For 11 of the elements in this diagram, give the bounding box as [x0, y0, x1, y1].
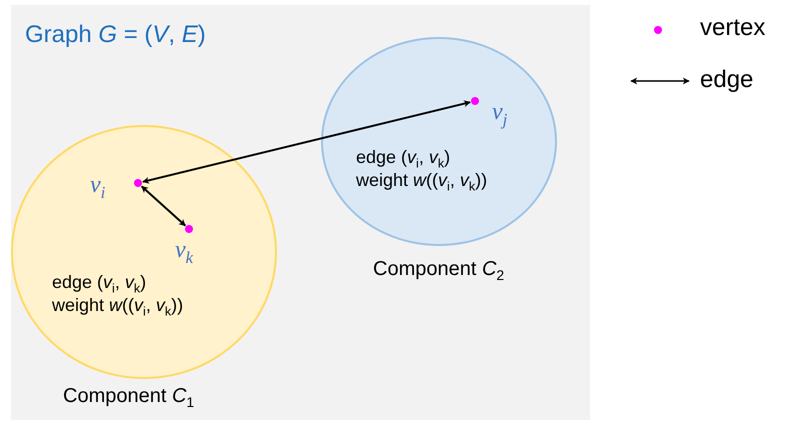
graph-title: Graph G = (V, E) [25, 21, 206, 49]
vertex-label: v$_{j}$ [492, 99, 508, 131]
graph-panel [11, 5, 590, 420]
legend-label: edge [700, 66, 754, 94]
legend-label: vertex [700, 14, 766, 42]
component-label: Component C$_{1}$ [63, 384, 194, 412]
double-arrow [141, 186, 186, 226]
vertex-label: v$_{k}$ [175, 237, 194, 269]
component-label: Component C$_{2}$ [373, 257, 504, 285]
double-arrow [142, 100, 471, 184]
vertex-label: v$_{i}$ [90, 172, 106, 204]
